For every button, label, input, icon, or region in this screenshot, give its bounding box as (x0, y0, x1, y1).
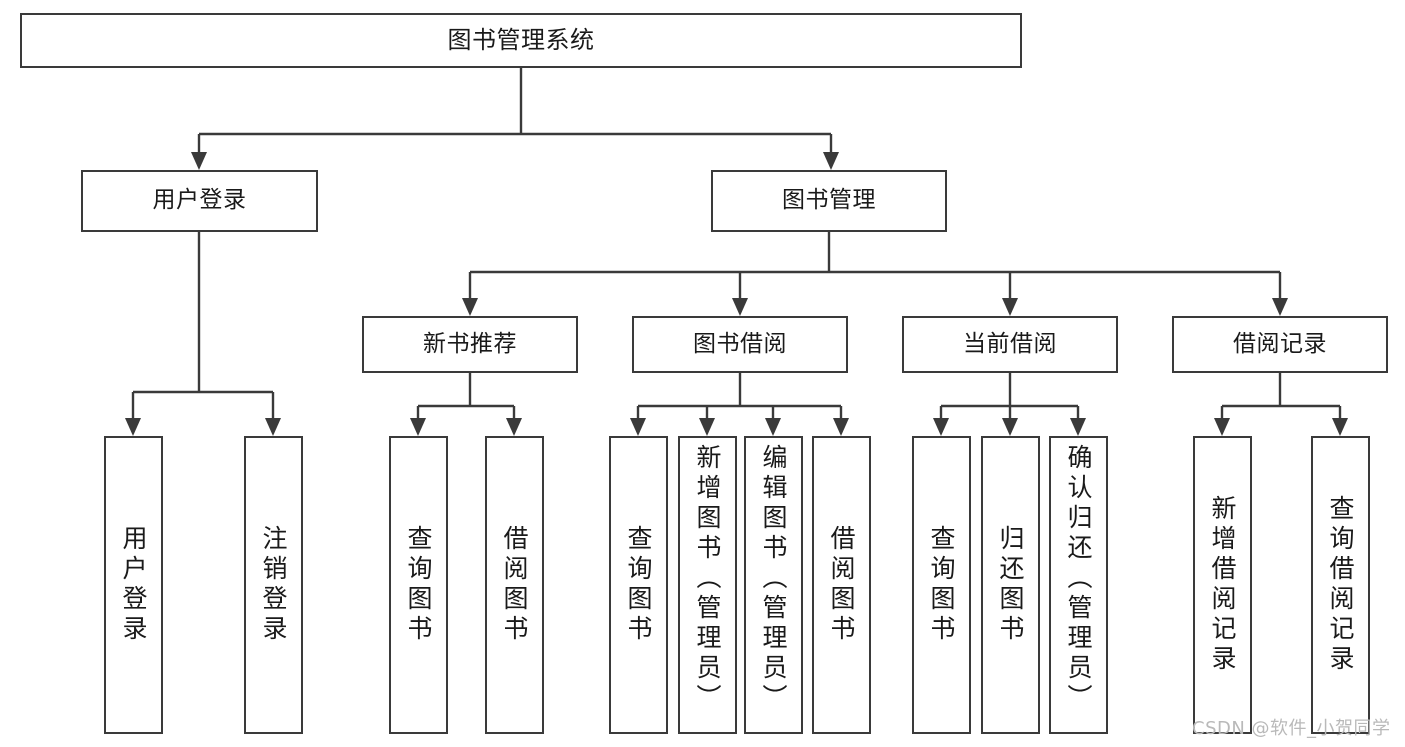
csdn-watermark: CSDN @软件_小贺同学 (1192, 718, 1391, 739)
node-label: 用户登录 (152, 187, 247, 214)
leaf-borrow-book-new[interactable]: 借阅图书 (485, 436, 544, 734)
leaf-query-borrow-record[interactable]: 查询借阅记录 (1311, 436, 1370, 734)
node-label: 借阅图书 (827, 525, 856, 645)
node-book-borrow[interactable]: 图书借阅 (632, 316, 848, 373)
node-user-login[interactable]: 用户登录 (81, 170, 318, 232)
node-label: 用户登录 (119, 525, 148, 645)
leaf-add-borrow-record[interactable]: 新增借阅记录 (1193, 436, 1252, 734)
node-label: 查询借阅记录 (1326, 495, 1355, 675)
node-book-management-system[interactable]: 图书管理系统 (20, 13, 1022, 68)
node-label: 新增借阅记录 (1208, 495, 1237, 675)
leaf-return-book[interactable]: 归还图书 (981, 436, 1040, 734)
node-label: 归还图书 (996, 525, 1025, 645)
node-label: 注销登录 (259, 525, 288, 645)
node-label: 当前借阅 (963, 330, 1057, 357)
node-label: 图书管理 (782, 187, 876, 214)
leaf-borrow-book[interactable]: 借阅图书 (812, 436, 871, 734)
leaf-query-book-new[interactable]: 查询图书 (389, 436, 448, 734)
leaf-logout[interactable]: 注销登录 (244, 436, 303, 734)
leaf-user-login[interactable]: 用户登录 (104, 436, 163, 734)
node-label: 借阅图书 (500, 525, 529, 645)
node-label: 查询图书 (927, 525, 956, 645)
node-label: 新书推荐 (423, 330, 517, 357)
leaf-edit-book-admin[interactable]: 编辑图书（管理员） (744, 436, 803, 734)
node-current-borrow[interactable]: 当前借阅 (902, 316, 1118, 373)
node-label: 查询图书 (404, 525, 433, 645)
node-new-book-recommend[interactable]: 新书推荐 (362, 316, 578, 373)
node-label: 图书借阅 (693, 330, 787, 357)
leaf-query-book-current[interactable]: 查询图书 (912, 436, 971, 734)
node-label: 图书管理系统 (447, 26, 595, 55)
node-label: 确认归还（管理员） (1064, 444, 1093, 714)
leaf-confirm-return-admin[interactable]: 确认归还（管理员） (1049, 436, 1108, 734)
leaf-query-book-borrow[interactable]: 查询图书 (609, 436, 668, 734)
node-borrow-record[interactable]: 借阅记录 (1172, 316, 1388, 373)
node-label: 查询图书 (624, 525, 653, 645)
node-label: 编辑图书（管理员） (759, 444, 788, 714)
node-label: 新增图书（管理员） (693, 444, 722, 714)
leaf-add-book-admin[interactable]: 新增图书（管理员） (678, 436, 737, 734)
node-book-management[interactable]: 图书管理 (711, 170, 947, 232)
node-label: 借阅记录 (1233, 330, 1327, 357)
